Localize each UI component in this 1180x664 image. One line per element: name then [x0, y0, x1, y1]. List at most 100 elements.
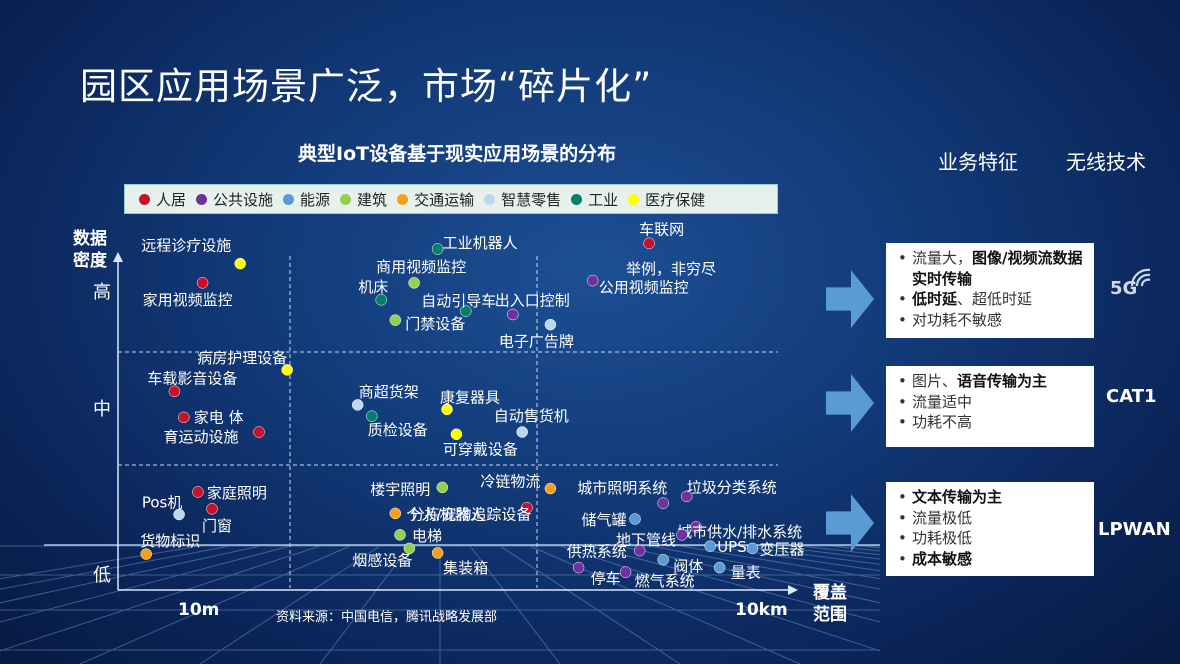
data-point-label: 门禁设备	[405, 315, 465, 333]
data-point	[389, 314, 402, 326]
legend-label: 工业	[588, 190, 619, 209]
data-point-label: 康复器具	[440, 388, 500, 406]
data-point-label: 烟感设备	[352, 551, 412, 569]
data-point	[676, 529, 688, 541]
legend-item: 医疗保健	[628, 189, 705, 210]
data-point-label: 商用视频监控	[376, 258, 466, 276]
legend-label: 公共设施	[213, 190, 274, 209]
floor-line	[0, 545, 291, 623]
floor-line	[0, 545, 201, 580]
feature-item: 功耗不高	[896, 412, 1086, 433]
data-point-label: 门窗	[202, 517, 232, 535]
data-point-label: 出入口控制	[495, 291, 570, 309]
feature-text: 图片、	[912, 372, 958, 390]
data-point-label: 病房护理设备	[197, 349, 287, 367]
legend-item: 智慧零售	[484, 189, 561, 210]
data-point	[704, 540, 716, 552]
data-point-label: 供热系统	[567, 543, 627, 561]
data-point	[366, 410, 378, 422]
legend-dot	[571, 193, 583, 205]
feature-text: 流量适中	[912, 392, 973, 411]
data-point	[173, 508, 185, 521]
data-point	[657, 553, 669, 566]
chart-annotation: 举例，非穷尽	[626, 260, 716, 278]
floor-line	[619, 545, 880, 604]
data-point	[746, 542, 759, 555]
data-point	[394, 529, 406, 541]
data-point	[544, 482, 557, 495]
floor-line	[559, 545, 880, 652]
data-point	[389, 507, 402, 520]
data-point-label: 电梯	[412, 527, 442, 545]
chart-title: 典型IoT设备基于现实应用场景的分布	[298, 143, 617, 165]
tech-lpwan: LPWAN	[1098, 519, 1171, 540]
data-point-label: 量表	[731, 564, 761, 582]
floor-grid	[0, 545, 880, 664]
legend-dot	[139, 193, 150, 205]
data-point	[436, 481, 449, 494]
legend-dot	[340, 193, 352, 205]
data-point-label: Pos机	[142, 494, 183, 512]
legend-label: 医疗保健	[645, 190, 706, 209]
data-point-label: 远程诊疗设施	[141, 237, 231, 255]
feature-item: 文本传输为主	[896, 487, 1086, 508]
data-point-label: 城市照明系统	[577, 479, 667, 497]
legend-label: 人居	[156, 190, 187, 209]
data-point-label: 育运动设施	[163, 428, 238, 446]
feature-text: 功耗极低	[912, 529, 973, 547]
floor-line	[319, 545, 411, 664]
legend-label: 建筑	[357, 190, 388, 209]
data-point	[375, 294, 387, 306]
y-axis-label: 数据	[73, 228, 107, 249]
data-point	[450, 428, 463, 441]
feature-text: 功耗不高	[912, 413, 973, 431]
x-tick-label: 10km	[735, 600, 788, 620]
data-point	[408, 277, 420, 289]
data-point-label: 个人/宠物追踪设备	[406, 506, 531, 524]
data-point-label: 变压器	[760, 540, 805, 558]
data-point-label: 燃气系统	[635, 572, 695, 590]
data-point-label: 商超货架	[359, 383, 419, 401]
data-point	[544, 318, 557, 331]
feature-item: 成本敏感	[896, 549, 1086, 570]
wireless-tech-header: 无线技术	[1066, 150, 1146, 174]
y-axis-label: 密度	[73, 250, 108, 271]
data-point	[680, 490, 693, 503]
x-axis-arrow	[788, 585, 798, 595]
data-point-label: 停车	[591, 570, 621, 588]
data-point	[521, 501, 533, 514]
feature-text: 、超低时延	[957, 290, 1033, 308]
data-point	[253, 426, 265, 438]
data-point-label: 垃圾分类系统	[687, 478, 777, 496]
legend-label: 智慧零售	[501, 190, 562, 209]
legend-label: 能源	[300, 190, 331, 209]
signal-icon	[1130, 268, 1151, 287]
data-point	[507, 308, 519, 321]
floor-line	[199, 545, 381, 664]
legend: 人居公共设施能源建筑交通运输智慧零售工业医疗保健	[124, 184, 778, 214]
data-point	[281, 364, 293, 376]
data-point	[657, 497, 669, 509]
legend-item: 人居	[139, 189, 186, 210]
y-axis-arrow	[113, 252, 123, 262]
feature-text: 流量大，	[912, 249, 973, 267]
data-point-label: 自动引导车	[421, 292, 496, 310]
x-tick-label: 10m	[178, 600, 219, 620]
data-point	[431, 547, 444, 559]
data-point-label: 机床	[358, 278, 388, 296]
x-axis-label: 覆盖	[813, 582, 847, 603]
y-tick-label: 高	[93, 282, 111, 303]
y-tick-label: 中	[93, 399, 111, 420]
data-point-label: 楼宇照明	[370, 480, 430, 498]
data-point-label: 质检设备	[368, 421, 428, 439]
data-point-label: 可穿戴设备	[443, 440, 518, 458]
legend-item: 能源	[283, 189, 330, 210]
data-point-label: 工业机器人	[443, 234, 518, 252]
data-point-label: 冷链物流	[480, 473, 540, 491]
data-point	[633, 544, 646, 557]
business-features-header: 业务特征	[938, 150, 1018, 174]
floor-line	[0, 545, 321, 652]
feature-item: 流量大，图像/视频流数据实时传输	[896, 248, 1086, 289]
floor-line	[679, 545, 880, 580]
feature-text: 对功耗不敏感	[912, 310, 1003, 329]
